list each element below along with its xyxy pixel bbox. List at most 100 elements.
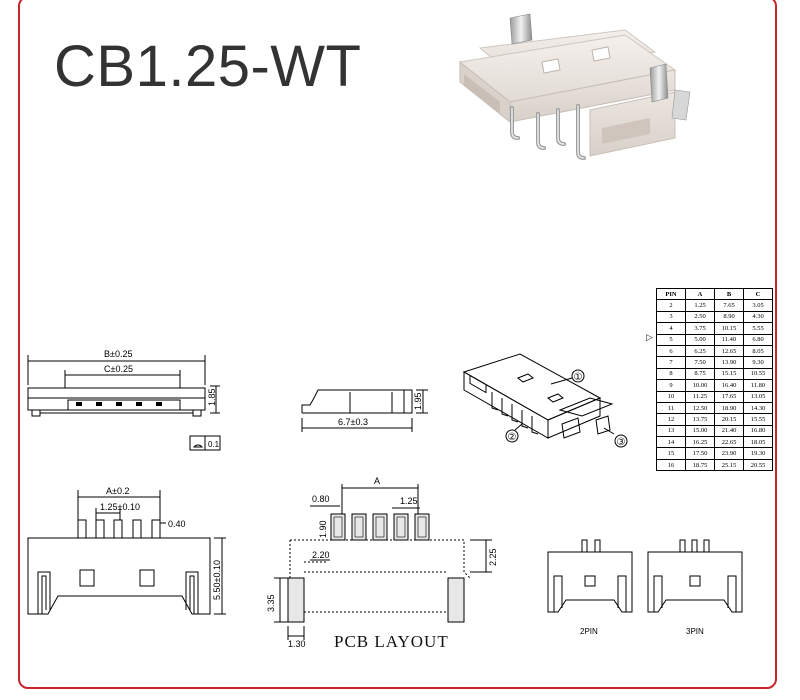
table-cell: 17.50 bbox=[685, 447, 715, 460]
pad-length-label: 1.90 bbox=[318, 520, 328, 538]
table-cell: 13.05 bbox=[743, 390, 773, 403]
table-cell: 6 bbox=[656, 344, 686, 358]
table-cell: 10.15 bbox=[714, 322, 744, 335]
table-cell: 23.90 bbox=[714, 447, 744, 460]
table-cell: 11.40 bbox=[714, 333, 744, 346]
table-cell: 15.00 bbox=[685, 424, 715, 438]
height-label: 1.85 bbox=[207, 388, 217, 406]
table-cell: 16 bbox=[656, 458, 686, 472]
callout-3: ③ bbox=[617, 437, 626, 448]
table-cell: 9.30 bbox=[743, 356, 773, 369]
side-width-label: 6.7±0.3 bbox=[338, 417, 368, 427]
three-pin-drawing bbox=[647, 539, 743, 613]
header-a: A bbox=[685, 287, 715, 301]
table-cell: 4.30 bbox=[743, 310, 773, 324]
table-cell: 8.05 bbox=[743, 344, 773, 358]
pcb-layout-label: PCB LAYOUT bbox=[334, 632, 449, 651]
table-cell: 18.75 bbox=[685, 458, 715, 472]
header-c: C bbox=[743, 287, 773, 301]
table-cell: 6.25 bbox=[685, 344, 715, 358]
table-cell: 10.00 bbox=[685, 379, 715, 392]
table-cell: 12.50 bbox=[685, 401, 715, 415]
table-cell: 18.05 bbox=[743, 436, 773, 449]
table-cell: 2 bbox=[656, 299, 686, 312]
pin-width-label: 0.40 bbox=[168, 519, 186, 529]
table-cell: 22.65 bbox=[714, 436, 744, 449]
table-cell: 11 bbox=[656, 401, 686, 415]
table-cell: 13.90 bbox=[714, 356, 744, 369]
table-cell: 15 bbox=[656, 447, 686, 460]
table-cell: 10 bbox=[656, 390, 686, 403]
page-frame bbox=[18, 0, 777, 689]
table-cell: 8.90 bbox=[714, 310, 744, 324]
table-cell: 10.55 bbox=[743, 367, 773, 381]
table-cell: 14 bbox=[656, 436, 686, 449]
table-cell: 4 bbox=[656, 322, 686, 335]
table-cell: 16.25 bbox=[685, 436, 715, 449]
c-dimension-label: C±0.25 bbox=[104, 364, 133, 374]
total-height-label: 5.50±0.10 bbox=[212, 560, 222, 600]
table-cell: 8.75 bbox=[685, 367, 715, 381]
table-cell: 3.05 bbox=[743, 299, 773, 312]
callout-2: ② bbox=[508, 432, 517, 443]
table-cell: 8 bbox=[656, 367, 686, 381]
table-cell: 17.65 bbox=[714, 390, 744, 403]
connector-photo bbox=[458, 13, 691, 160]
table-cell: 5.55 bbox=[743, 322, 773, 335]
table-cell: 6.80 bbox=[743, 333, 773, 346]
pad-gap-label: 2.25 bbox=[488, 548, 498, 566]
pitch-label: 1.25±0.10 bbox=[100, 502, 140, 512]
table-cell: 11.80 bbox=[743, 379, 773, 392]
table-cell: 5 bbox=[656, 333, 686, 346]
callout-1: ① bbox=[574, 372, 583, 383]
table-cell: 15.15 bbox=[714, 367, 744, 381]
table-header-row: PIN A B C bbox=[656, 287, 773, 301]
table-cell: 3 bbox=[656, 310, 686, 324]
table-cell: 7 bbox=[656, 356, 686, 369]
b-dimension-label: B±0.25 bbox=[104, 349, 132, 359]
table-cell: 3.75 bbox=[685, 322, 715, 335]
table-cell: 16.40 bbox=[714, 379, 744, 392]
table-cell: 20.15 bbox=[714, 413, 744, 426]
table-cell: 14.30 bbox=[743, 401, 773, 415]
table-cell: 1.25 bbox=[685, 299, 715, 312]
side-view bbox=[301, 389, 428, 432]
front-detail-view bbox=[27, 490, 226, 615]
two-pin-label: 2PIN bbox=[580, 627, 598, 636]
table-marker: ▷ bbox=[646, 332, 653, 342]
pad-pitch-label: 1.25 bbox=[400, 496, 418, 506]
table-cell: 9 bbox=[656, 379, 686, 392]
header-pin: PIN bbox=[656, 287, 686, 301]
two-pin-drawing bbox=[547, 539, 633, 613]
table-cell: 12.65 bbox=[714, 344, 744, 358]
table-cell: 13.75 bbox=[685, 413, 715, 426]
table-cell: 25.15 bbox=[714, 458, 744, 472]
table-cell: 15.55 bbox=[743, 413, 773, 426]
table-cell: 16.80 bbox=[743, 424, 773, 438]
table-cell: 7.65 bbox=[714, 299, 744, 312]
flatness-label: 0.1 bbox=[208, 440, 220, 449]
front-view bbox=[27, 355, 221, 451]
pad-width-label: 0.80 bbox=[312, 494, 330, 504]
three-pin-label: 3PIN bbox=[686, 627, 704, 636]
pcb-layout bbox=[274, 484, 492, 640]
table-cell: 11.25 bbox=[685, 390, 715, 403]
table-cell: 13 bbox=[656, 424, 686, 438]
table-cell: 7.50 bbox=[685, 356, 715, 369]
side-height-label: 1.95 bbox=[413, 392, 423, 410]
